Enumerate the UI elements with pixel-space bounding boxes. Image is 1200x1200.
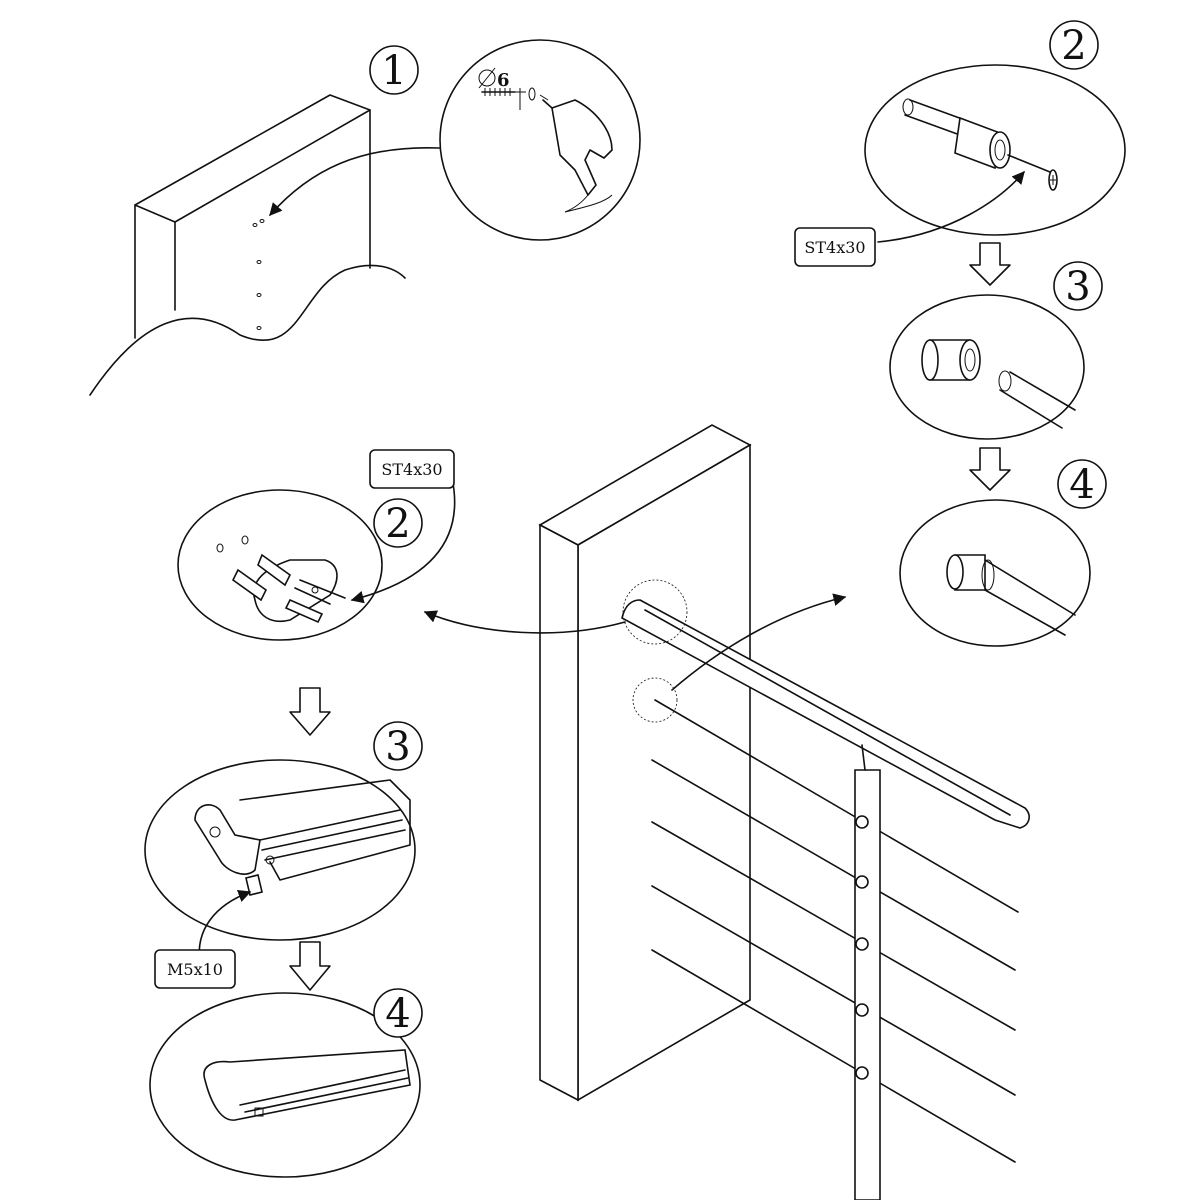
- end-cap-with-screw-icon: [902, 98, 1058, 191]
- rod-2: [651, 759, 1016, 971]
- rail-with-cap-icon: [203, 1049, 411, 1121]
- rail-bracket-icon: [194, 779, 411, 896]
- top-handrail: [621, 599, 1030, 829]
- step-4-number-right: 4: [1069, 462, 1094, 508]
- bracket-screw-label-box: [369, 449, 455, 489]
- arrow-to-end-cap-detail: [671, 593, 847, 691]
- end-cap-assembled-icon: [946, 554, 1076, 636]
- wall-bracket-assembly-panel: ST4x30 2 M5x10 3 4: [144, 449, 456, 1178]
- wall-bracket-with-anchors-icon: [216, 535, 346, 624]
- screw-leader-arrow: [877, 171, 1025, 243]
- step-3-badge-left: [373, 721, 423, 771]
- end-cap-assembly-panel: ST4x30 2 3 4: [794, 20, 1126, 647]
- down-arrow-1-right: [969, 242, 1011, 286]
- screw-anchor-icon: [481, 87, 536, 110]
- step-3-badge-right: [1053, 261, 1103, 311]
- bracket-screw-leader-arrow: [350, 477, 456, 604]
- rod-3: [651, 821, 1016, 1031]
- drilled-holes: [252, 219, 265, 330]
- handrail-mount-highlight: [622, 579, 688, 645]
- step-2-number-right: 2: [1061, 23, 1086, 69]
- pillar-front-face: [539, 523, 579, 1102]
- main-assembly: [423, 424, 1030, 1200]
- bracket-step-3-detail: [144, 759, 416, 941]
- down-arrow-2-right: [969, 447, 1011, 491]
- step-3-number-left: 3: [385, 724, 410, 770]
- step-1-number: 1: [381, 48, 406, 94]
- step-3-number-right: 3: [1065, 264, 1090, 310]
- rod-4: [651, 885, 1016, 1096]
- rod-5: [651, 949, 1016, 1163]
- screw-label-box: [794, 227, 876, 267]
- step-1-badge: [369, 45, 419, 95]
- step-2-badge-right: [1049, 20, 1099, 70]
- step-4-badge-left: [373, 988, 423, 1038]
- drill-diameter-label: 6: [497, 70, 510, 91]
- rod-1: [654, 699, 1019, 913]
- screw-label-left: ST4x30: [381, 460, 442, 479]
- end-cap-separated-icon: [921, 339, 1076, 429]
- screw-label-top-right: ST4x30: [804, 238, 865, 257]
- grub-screw-label: M5x10: [167, 960, 223, 979]
- pillar-side-face: [577, 443, 751, 1102]
- step-4-number-left: 4: [385, 991, 410, 1037]
- wall-top-face: [134, 94, 371, 223]
- step-2-number-left: 2: [385, 501, 410, 547]
- down-arrow-1-left: [289, 687, 331, 736]
- ground-line: [89, 264, 406, 396]
- step-4-badge-right: [1057, 459, 1107, 509]
- end-cap-step-4-detail: [899, 499, 1091, 647]
- vertical-post: [854, 769, 881, 1200]
- post-rod-connectors: [855, 815, 869, 1080]
- wall-drilling-panel: 6 1: [89, 39, 641, 396]
- down-arrow-2-left: [289, 941, 331, 991]
- drill-icon: [539, 94, 613, 213]
- arrow-to-bracket-detail: [423, 610, 626, 634]
- rod-end-highlight: [632, 677, 678, 723]
- step-2-badge-left: [373, 498, 423, 548]
- grub-screw-label-box: [154, 949, 236, 989]
- drill-leader-arrow: [269, 146, 441, 216]
- diameter-symbol-icon: [478, 67, 496, 89]
- end-cap-step-3-detail: [889, 294, 1085, 440]
- cable-rods: [651, 699, 1019, 1163]
